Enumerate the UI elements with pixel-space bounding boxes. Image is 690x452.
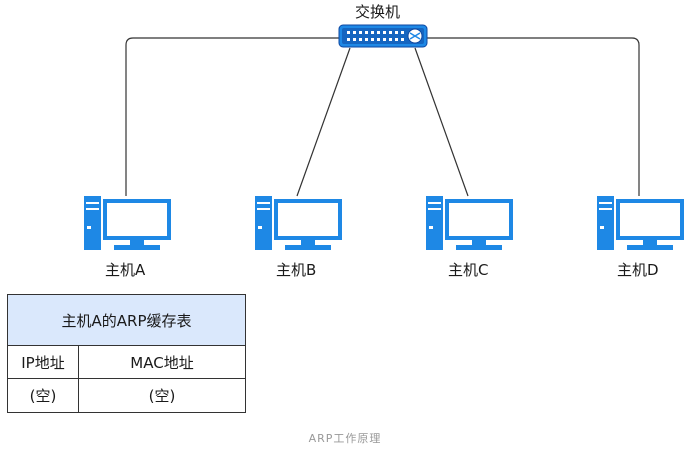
host-b-label: 主机B bbox=[276, 261, 317, 279]
host-a-computer-icon bbox=[84, 196, 171, 250]
host-a-label: 主机A bbox=[105, 261, 146, 279]
host-c-computer-icon bbox=[426, 196, 513, 250]
connection-lines bbox=[125, 37, 640, 197]
link-host-b bbox=[296, 47, 351, 197]
arp-cache-table: 主机A的ARP缓存表 IP地址 MAC地址 (空) (空) bbox=[7, 294, 246, 413]
network-switch-icon bbox=[338, 24, 428, 48]
figure-caption: ARP工作原理 bbox=[308, 432, 382, 445]
arp-table-title: 主机A的ARP缓存表 bbox=[7, 294, 246, 346]
ip-address-header: IP地址 bbox=[7, 345, 79, 379]
link-host-d bbox=[426, 37, 640, 196]
ip-address-cell: (空) bbox=[7, 378, 79, 413]
host-d-label: 主机D bbox=[617, 261, 659, 279]
host-b-computer-icon bbox=[255, 196, 342, 250]
host-d-computer-icon bbox=[597, 196, 684, 250]
table-header-row: IP地址 MAC地址 bbox=[7, 345, 246, 379]
table-title-row: 主机A的ARP缓存表 bbox=[7, 294, 246, 346]
link-host-a bbox=[125, 37, 340, 196]
table-row: (空) (空) bbox=[7, 378, 246, 413]
host-c-label: 主机C bbox=[448, 261, 489, 279]
mac-address-cell: (空) bbox=[78, 378, 246, 413]
mac-address-header: MAC地址 bbox=[78, 345, 246, 379]
link-host-c bbox=[414, 47, 469, 197]
switch-label: 交换机 bbox=[355, 3, 401, 21]
